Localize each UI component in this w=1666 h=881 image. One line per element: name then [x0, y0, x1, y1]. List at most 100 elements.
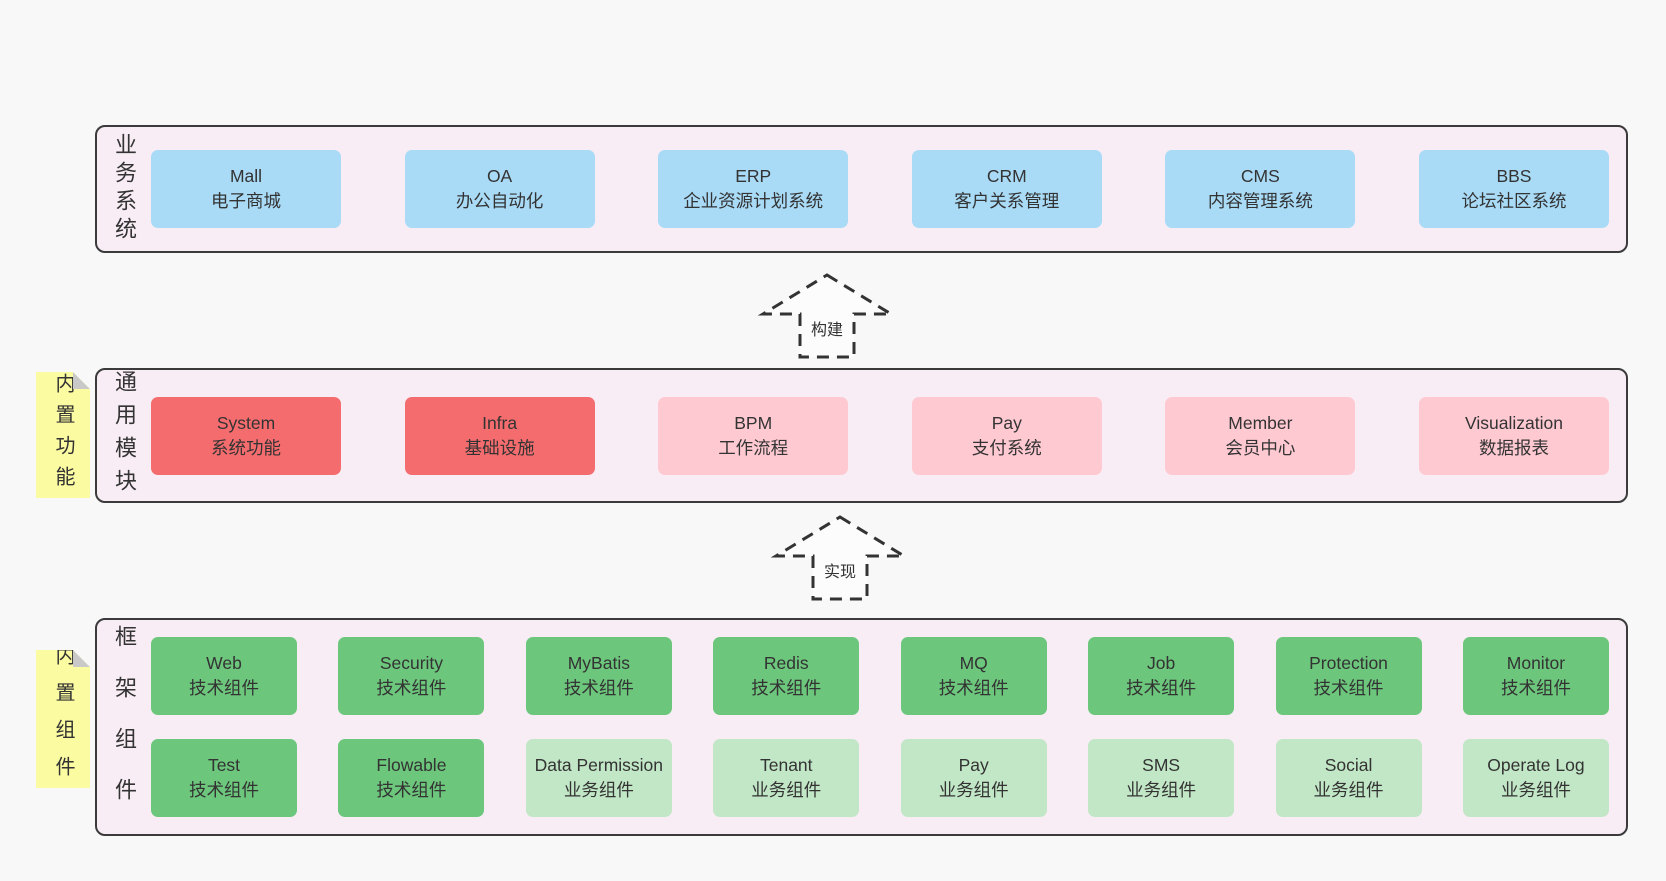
band-business-systems: 业务系统 Mall 电子商城 OA 办公自动化 ERP 企业资源计划系统 CRM…: [95, 125, 1628, 253]
box-web: Web 技术组件: [151, 637, 297, 715]
arrow-label-build: 构建: [810, 322, 843, 339]
box-cms: CMS 内容管理系统: [1165, 150, 1356, 228]
box-title: Tenant: [759, 755, 813, 776]
box-visualization: Visualization 数据报表: [1418, 396, 1609, 475]
sticky-note-builtin-features: 内置功能: [36, 372, 90, 498]
box-subtitle: 数据报表: [1478, 437, 1549, 458]
up-arrow-implement: 实现: [770, 513, 910, 603]
framework-components-row-1: Web 技术组件 Security 技术组件 MyBatis 技术组件 Redi…: [151, 637, 1626, 715]
box-title: System: [216, 412, 276, 433]
box-title: CMS: [1240, 166, 1280, 187]
sticky-note-text: 内置功能: [52, 373, 74, 497]
box-subtitle: 技术组件: [189, 780, 259, 800]
band-common-modules: 通用模块 System 系统功能 Infra 基础设施 BPM 工作流程 Pay…: [95, 368, 1628, 503]
box-operate-log: Operate Log 业务组件: [1462, 739, 1609, 817]
dashed-up-arrow-icon: [770, 515, 910, 601]
box-title: Flowable: [376, 755, 447, 776]
box-title: Protection: [1309, 653, 1388, 674]
framework-components-row-2: Test 技术组件 Flowable 技术组件 Data Permission …: [151, 739, 1626, 817]
box-title: Test: [207, 755, 241, 776]
box-subtitle: 技术组件: [938, 678, 1009, 698]
box-mall: Mall 电子商城: [151, 150, 341, 228]
box-tenant: Tenant 业务组件: [713, 739, 860, 817]
box-title: BBS: [1496, 166, 1532, 187]
sticky-note-text: 内置组件: [52, 645, 74, 793]
box-subtitle: 业务组件: [751, 780, 822, 800]
box-subtitle: 技术组件: [563, 678, 634, 698]
box-subtitle: 业务组件: [1126, 780, 1197, 800]
framework-components-rows: Web 技术组件 Security 技术组件 MyBatis 技术组件 Redi…: [151, 637, 1626, 817]
box-bbs: BBS 论坛社区系统: [1418, 150, 1609, 228]
box-title: BPM: [734, 412, 773, 433]
box-oa: OA 办公自动化: [404, 150, 595, 228]
box-subtitle: 支付系统: [971, 437, 1042, 458]
box-subtitle: 技术组件: [189, 678, 259, 698]
band-framework-components: 框架组件 Web 技术组件 Security 技术组件 MyBatis 技术组件…: [95, 618, 1628, 836]
box-data-permission: Data Permission 业务组件: [525, 739, 672, 817]
band-label-framework-components: 框架组件: [97, 620, 151, 834]
box-title: OA: [486, 166, 513, 187]
box-sms: SMS 业务组件: [1088, 739, 1235, 817]
box-title: MyBatis: [567, 653, 630, 674]
box-protection: Protection 技术组件: [1275, 637, 1422, 715]
band-label-text: 业务系统: [112, 133, 137, 245]
band-label-text: 通用模块: [112, 369, 137, 502]
box-social: Social 业务组件: [1275, 739, 1422, 817]
box-subtitle: 业务组件: [1313, 780, 1384, 800]
box-subtitle: 电子商城: [211, 191, 281, 211]
box-subtitle: 基础设施: [464, 437, 535, 458]
box-subtitle: 业务组件: [563, 780, 634, 800]
business-systems-boxes: Mall 电子商城 OA 办公自动化 ERP 企业资源计划系统 CRM 客户关系…: [151, 150, 1626, 228]
sticky-note-builtin-components: 内置组件: [36, 650, 90, 788]
box-subtitle: 业务组件: [938, 780, 1009, 800]
box-subtitle: 技术组件: [751, 678, 822, 698]
box-title: Infra: [482, 412, 518, 433]
box-system: System 系统功能: [151, 396, 341, 475]
box-subtitle: 技术组件: [376, 678, 447, 698]
box-title: Job: [1147, 653, 1176, 674]
box-subtitle: 内容管理系统: [1207, 191, 1313, 211]
box-title: Member: [1228, 412, 1293, 433]
band-label-text: 框架组件: [112, 625, 137, 829]
band-label-common-modules: 通用模块: [97, 369, 151, 502]
box-mybatis: MyBatis 技术组件: [525, 637, 672, 715]
box-mq: MQ 技术组件: [900, 637, 1047, 715]
box-title: CRM: [986, 166, 1027, 187]
box-title: SMS: [1142, 755, 1181, 776]
box-subtitle: 技术组件: [376, 780, 447, 800]
box-subtitle: 技术组件: [1313, 678, 1384, 698]
common-modules-boxes: System 系统功能 Infra 基础设施 BPM 工作流程 Pay 支付系统…: [151, 396, 1626, 475]
band-label-business-systems: 业务系统: [97, 127, 151, 251]
box-title: Operate Log: [1487, 755, 1585, 776]
box-title: Pay: [991, 412, 1022, 433]
box-title: Security: [379, 653, 444, 674]
box-security: Security 技术组件: [338, 637, 485, 715]
box-subtitle: 系统功能: [211, 437, 281, 458]
box-pay-biz: Pay 业务组件: [900, 739, 1047, 817]
up-arrow-build: 构建: [757, 271, 897, 361]
box-title: Mall: [229, 166, 263, 187]
box-pay: Pay 支付系统: [911, 396, 1102, 475]
box-title: Visualization: [1465, 412, 1563, 433]
box-subtitle: 技术组件: [1500, 678, 1571, 698]
box-title: MQ: [959, 653, 988, 674]
box-title: Redis: [763, 653, 809, 674]
box-member: Member 会员中心: [1165, 396, 1356, 475]
arrow-label-implement: 实现: [823, 564, 856, 581]
box-infra: Infra 基础设施: [404, 396, 595, 475]
box-test: Test 技术组件: [151, 739, 297, 817]
box-title: Social: [1324, 755, 1373, 776]
box-subtitle: 论坛社区系统: [1461, 191, 1567, 211]
dashed-up-arrow-icon: [757, 273, 897, 359]
box-job: Job 技术组件: [1088, 637, 1235, 715]
box-bpm: BPM 工作流程: [658, 396, 849, 475]
box-subtitle: 办公自动化: [455, 191, 544, 211]
box-subtitle: 技术组件: [1126, 678, 1197, 698]
box-title: Web: [206, 653, 242, 674]
box-subtitle: 会员中心: [1225, 437, 1296, 458]
box-subtitle: 客户关系管理: [954, 191, 1060, 211]
box-crm: CRM 客户关系管理: [911, 150, 1102, 228]
box-erp: ERP 企业资源计划系统: [658, 150, 849, 228]
box-flowable: Flowable 技术组件: [338, 739, 485, 817]
box-title: Data Permission: [534, 755, 664, 776]
